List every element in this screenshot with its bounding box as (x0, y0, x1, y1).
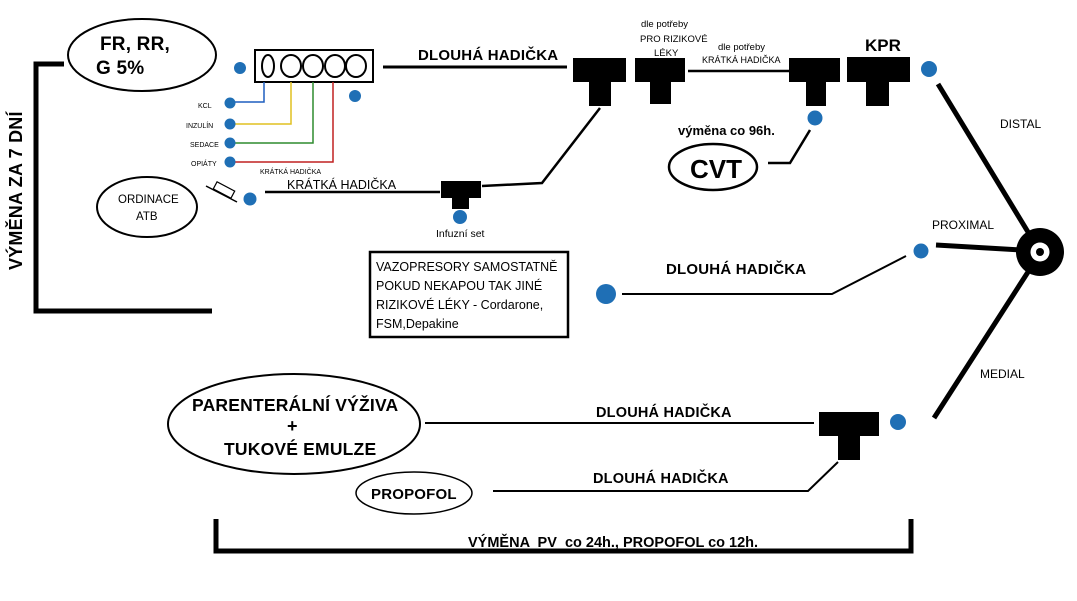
port-atb[interactable] (243, 192, 257, 206)
long-tube-propofol-label: DLOUHÁ HADIČKA (593, 469, 729, 487)
risk-note-1: dle potřeby (641, 19, 688, 30)
pump-short-tube-label: KRÁTKÁ HADIČKA (260, 167, 321, 176)
long-tube-propofol (493, 461, 839, 492)
port-sedace[interactable] (224, 137, 236, 149)
t-connector-3 (789, 58, 840, 106)
cvt-label: CVT (690, 154, 742, 184)
port-medial[interactable] (890, 414, 906, 430)
sedace-line (234, 82, 314, 144)
long-tube-top-label: DLOUHÁ HADIČKA (418, 46, 558, 64)
port-pump-right[interactable] (349, 90, 361, 102)
port-kcl[interactable] (224, 97, 236, 109)
pump-slot-1 (261, 54, 275, 78)
inzulin-line (234, 82, 292, 125)
port-cvt[interactable] (807, 110, 823, 126)
long-tube-mid-label: DLOUHÁ HADIČKA (666, 260, 806, 278)
left-bracket (33, 61, 212, 314)
syringe-icon (205, 180, 238, 203)
pump-slot-3 (302, 54, 324, 78)
long-tube-mid (622, 255, 907, 295)
port-fluids[interactable] (234, 62, 246, 74)
parenteral-ellipse (167, 373, 421, 475)
infusion-t-connector (441, 181, 481, 209)
proximal-label: PROXIMAL (932, 218, 994, 232)
port-vaso[interactable] (596, 284, 616, 304)
bottom-bracket (213, 519, 914, 554)
fluids-line2: G 5% (96, 58, 144, 79)
bottom-label: VÝMĚNA PV co 24h., PROPOFOL co 12h. (468, 533, 758, 551)
short-note-1: dle potřeby (718, 42, 765, 53)
fluids-ellipse (67, 18, 217, 92)
medial-label: MEDIAL (980, 367, 1025, 381)
t-connector-1 (573, 58, 626, 106)
exchange-96: výměna co 96h. (678, 123, 775, 138)
kpr-label: KPR (865, 36, 901, 55)
port-opiaty[interactable] (224, 156, 236, 168)
proximal-line (935, 242, 1023, 253)
infusion-set-label: Infuzní set (436, 228, 485, 240)
parenteral-line2: + (287, 416, 298, 436)
vaso-box-text: VAZOPRESORY SAMOSTATNĚ POKUD NEKAPOU TAK… (376, 260, 558, 331)
parenteral-line3: TUKOVÉ EMULZE (224, 438, 376, 459)
cvt-tube (768, 129, 812, 165)
propofol-label: PROPOFOL (371, 486, 457, 503)
cvt-ellipse (667, 142, 759, 192)
risk-note-2: PRO RIZIKOVÉ (640, 34, 708, 45)
side-label: VÝMĚNA ZA 7 DNÍ (5, 111, 26, 270)
short-note-2: KRÁTKÁ HADIČKA (702, 55, 781, 65)
atb-ellipse (96, 176, 198, 238)
atb-line1: ORDINACE (118, 194, 179, 206)
long-tube-pv-label: DLOUHÁ HADIČKA (596, 403, 732, 421)
t-connector-medial (819, 412, 879, 460)
port-kpr[interactable] (921, 61, 937, 77)
label-kcl: KCL (198, 103, 212, 110)
port-inzulin[interactable] (224, 118, 236, 130)
kcl-line (234, 82, 265, 103)
port-proximal[interactable] (913, 243, 929, 259)
medial-line (931, 270, 1031, 420)
pump-slot-5 (345, 54, 367, 78)
parenteral-line1: PARENTERÁLNÍ VÝŽIVA (192, 394, 399, 415)
t1-to-infusion-tube (481, 107, 601, 188)
label-inzulin: INZULÍN (186, 121, 213, 130)
distal-label: DISTAL (1000, 117, 1041, 131)
short-tube-label: KRÁTKÁ HADIČKA (287, 177, 397, 192)
kpr-connector (847, 57, 910, 106)
opiaty-line (234, 82, 334, 163)
label-sedace: SEDACE (190, 142, 219, 149)
fluids-line1: FR, RR, (100, 34, 170, 55)
atb-line2: ATB (136, 211, 158, 223)
risk-note-3: LÉKY (654, 48, 679, 59)
t-connector-2 (635, 58, 685, 104)
label-opiaty: OPIÁTY (191, 159, 217, 168)
port-infusion[interactable] (453, 210, 467, 224)
pump-slot-2 (280, 54, 302, 78)
distal-line (935, 82, 1031, 234)
catheter-hub (1016, 228, 1064, 276)
vaso-box (368, 250, 570, 339)
propofol-ellipse (355, 471, 473, 515)
